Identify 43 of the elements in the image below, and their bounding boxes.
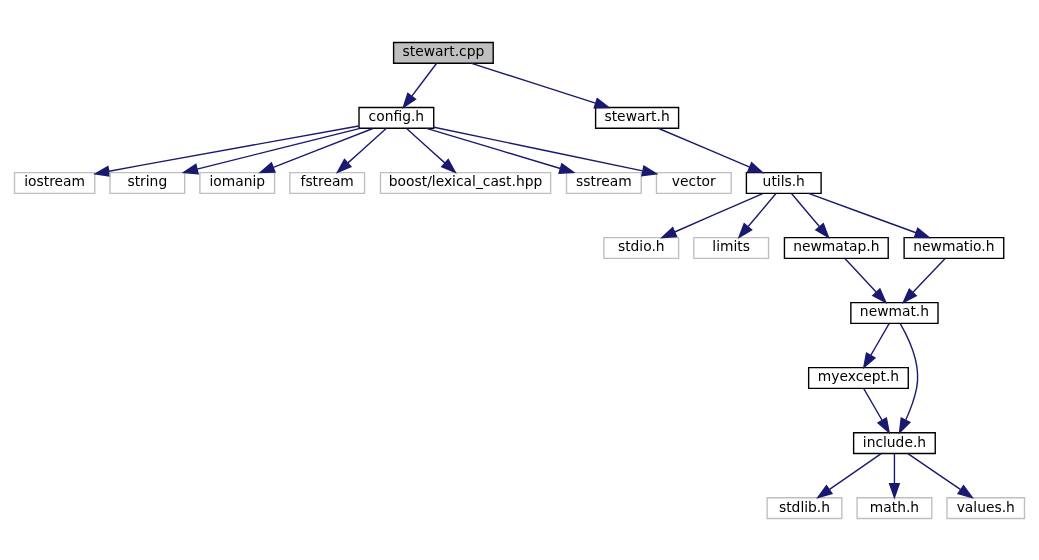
node-box: include.h <box>852 431 936 454</box>
arrow <box>258 127 374 173</box>
arrow <box>181 127 361 175</box>
arrow <box>335 127 387 174</box>
node-box: limits <box>693 236 770 259</box>
arrow <box>907 452 974 499</box>
node-box: string <box>109 171 186 194</box>
arrow <box>658 127 765 173</box>
node-box: myexcept.h <box>807 366 909 389</box>
node-box: sstream <box>565 171 642 194</box>
arrow <box>863 387 891 434</box>
arrow <box>844 257 888 304</box>
arrow <box>807 192 932 238</box>
arrow <box>898 322 919 434</box>
arrow <box>816 452 882 499</box>
node-box: values.h <box>946 496 1026 519</box>
node-box: vector <box>655 171 732 194</box>
node-box: newmatap.h <box>783 236 889 259</box>
arrow <box>93 124 360 177</box>
node-box: config.h <box>358 106 435 129</box>
node-box: newmatio.h <box>903 236 1005 259</box>
arrow <box>790 192 830 239</box>
node-box: utils.h <box>745 171 822 194</box>
node-box: boost/lexical_cast.hpp <box>379 171 552 194</box>
arrow <box>402 62 438 109</box>
arrow <box>660 192 764 238</box>
arrow <box>470 62 611 109</box>
arrow <box>405 127 457 174</box>
arrow <box>888 452 901 500</box>
node-box: stewart.cpp <box>392 41 494 64</box>
arrow <box>862 322 890 369</box>
arrow <box>737 192 777 239</box>
node-box: iostream <box>13 171 96 194</box>
node-box: stdio.h <box>603 236 680 259</box>
node-box: newmat.h <box>850 301 939 324</box>
arrow <box>425 127 576 174</box>
node-box: stewart.h <box>594 106 680 129</box>
node-box: math.h <box>856 496 933 519</box>
node-box: fstream <box>289 171 366 194</box>
node-box: stdlib.h <box>766 496 843 519</box>
arrow <box>433 126 659 176</box>
node-box: iomanip <box>199 171 276 194</box>
arrow <box>901 257 946 304</box>
